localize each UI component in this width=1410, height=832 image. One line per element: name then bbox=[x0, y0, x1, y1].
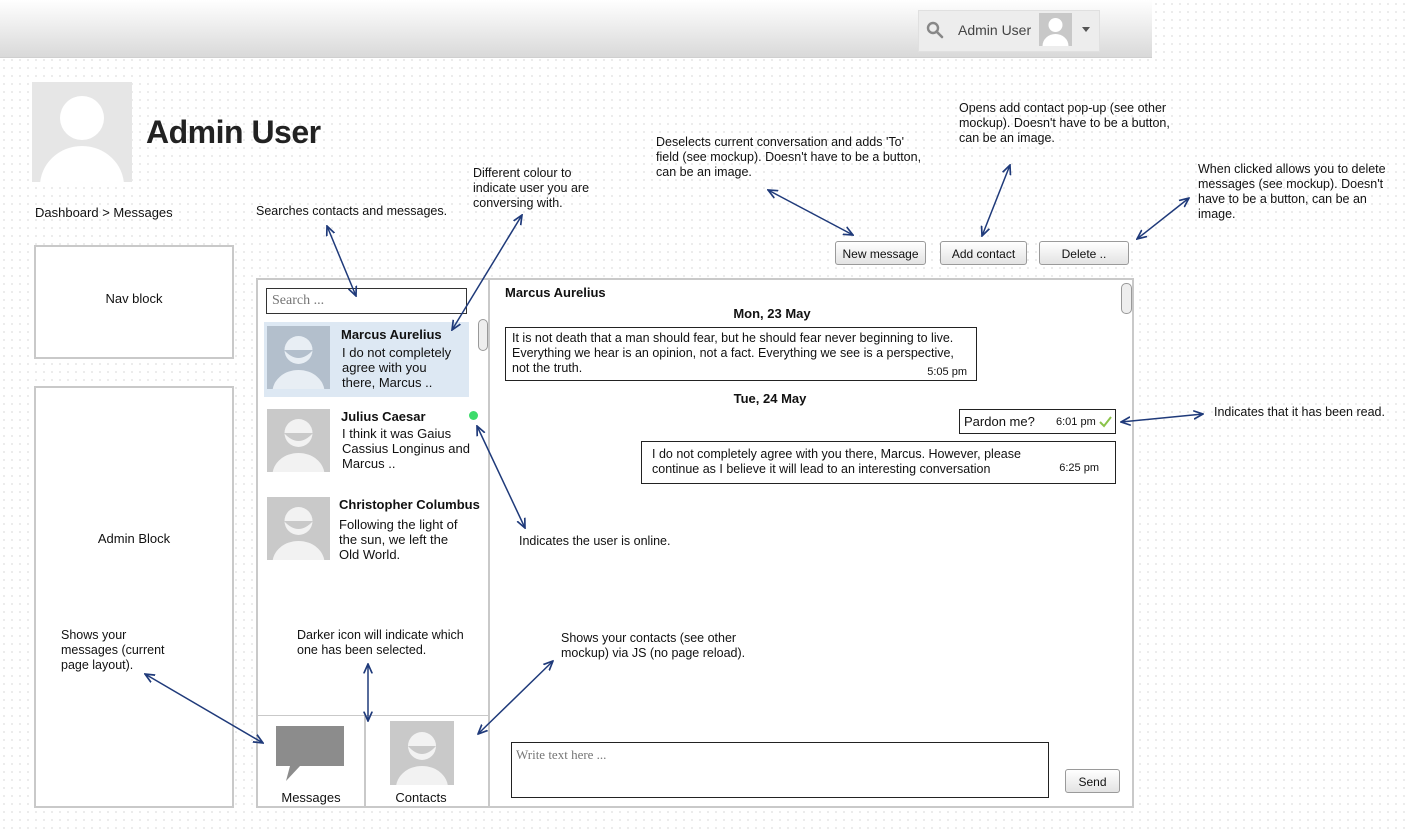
arrow-contacts-tab bbox=[478, 661, 553, 734]
tab-messages-label: Messages bbox=[281, 790, 341, 805]
annotation-new-message: Deselects current conversation and adds … bbox=[656, 135, 922, 179]
nav-block-label: Nav block bbox=[105, 291, 163, 306]
tab-bar-divider bbox=[258, 715, 488, 716]
message-time: 6:01 pm bbox=[1056, 416, 1096, 428]
search-icon[interactable] bbox=[926, 21, 944, 39]
arrow-delete bbox=[1137, 198, 1189, 239]
message-text: Pardon me? bbox=[964, 414, 1035, 429]
annotation-online: Indicates the user is online. bbox=[519, 534, 671, 548]
chevron-down-icon[interactable] bbox=[1082, 27, 1090, 32]
annotation-search: Searches contacts and messages. bbox=[256, 204, 448, 218]
message-time: 5:05 pm bbox=[927, 366, 967, 378]
online-status-icon bbox=[469, 411, 478, 420]
annotation-add-contact: Opens add contact pop-up (see other mock… bbox=[959, 101, 1170, 145]
avatar-icon bbox=[267, 326, 330, 389]
tab-contacts[interactable]: Contacts bbox=[366, 716, 488, 808]
annotation-delete: When clicked allows you to delete messag… bbox=[1198, 162, 1386, 221]
avatar-icon bbox=[267, 409, 330, 472]
add-contact-button[interactable]: Add contact bbox=[940, 241, 1027, 265]
arrow-read bbox=[1121, 414, 1203, 422]
reply-input[interactable] bbox=[511, 742, 1049, 798]
contact-item-christopher-columbus[interactable]: Christopher Columbus Following the light… bbox=[264, 494, 480, 566]
arrow-selected-colour bbox=[452, 215, 522, 330]
speech-bubble-icon bbox=[276, 726, 344, 781]
contact-item-julius-caesar[interactable]: Julius Caesar I think it was Gaius Cassi… bbox=[264, 406, 470, 478]
tab-messages[interactable]: Messages bbox=[258, 716, 364, 808]
tab-separator bbox=[364, 715, 366, 808]
annotation-contacts-tab: Shows your contacts (see other mockup) v… bbox=[561, 631, 746, 660]
search-input[interactable] bbox=[266, 288, 467, 314]
page-title: Admin User bbox=[146, 114, 321, 150]
arrow-add-contact bbox=[982, 165, 1010, 236]
arrow-search bbox=[327, 226, 356, 296]
read-check-icon bbox=[1099, 416, 1112, 428]
contact-name: Julius Caesar bbox=[341, 409, 426, 424]
message-sent: I do not completely agree with you there… bbox=[641, 441, 1116, 484]
delete-button[interactable]: Delete .. bbox=[1039, 241, 1129, 265]
avatar-icon bbox=[267, 497, 330, 560]
admin-block-label: Admin Block bbox=[97, 531, 171, 546]
avatar-icon[interactable] bbox=[1039, 13, 1072, 46]
arrow-new-message bbox=[768, 190, 853, 235]
contacts-avatar-icon bbox=[390, 721, 454, 785]
arrow-online bbox=[477, 426, 525, 528]
contact-preview: Following the light of the sun, we left … bbox=[339, 517, 458, 562]
conversation-scrollbar[interactable] bbox=[1121, 283, 1132, 314]
message-text: It is not death that a man should fear, … bbox=[512, 331, 954, 375]
breadcrumb[interactable]: Dashboard > Messages bbox=[35, 205, 173, 220]
contact-preview: I do not completely agree with you there… bbox=[342, 345, 452, 390]
annotation-darker-icon: Darker icon will indicate which one has … bbox=[297, 628, 464, 657]
annotation-messages-tab: Shows your messages (current page layout… bbox=[61, 628, 165, 672]
message-text: I do not completely agree with you there… bbox=[652, 447, 1021, 476]
profile-avatar-icon bbox=[32, 82, 132, 182]
message-time: 6:25 pm bbox=[1059, 462, 1099, 474]
send-button[interactable]: Send bbox=[1065, 769, 1120, 793]
day-label: Mon, 23 May bbox=[733, 306, 811, 321]
message-sent: Pardon me? 6:01 pm bbox=[959, 409, 1116, 434]
tab-contacts-label: Contacts bbox=[395, 790, 447, 805]
panel-divider bbox=[488, 278, 490, 808]
conversation-title: Marcus Aurelius bbox=[505, 285, 606, 300]
nav-block: Nav block bbox=[34, 245, 234, 359]
contact-name: Christopher Columbus bbox=[339, 497, 480, 512]
contact-item-marcus-aurelius[interactable]: Marcus Aurelius I do not completely agre… bbox=[264, 322, 469, 397]
new-message-button[interactable]: New message bbox=[835, 241, 926, 265]
message-received: It is not death that a man should fear, … bbox=[505, 327, 977, 381]
contact-preview: I think it was Gaius Cassius Longinus an… bbox=[342, 426, 470, 471]
arrow-messages-tab bbox=[145, 674, 263, 743]
contact-name: Marcus Aurelius bbox=[341, 327, 442, 342]
annotation-read: Indicates that it has been read. bbox=[1214, 405, 1385, 419]
top-user-name[interactable]: Admin User bbox=[958, 22, 1032, 38]
annotation-selected-colour: Different colour to indicate user you ar… bbox=[473, 166, 590, 210]
day-label: Tue, 24 May bbox=[733, 391, 807, 406]
